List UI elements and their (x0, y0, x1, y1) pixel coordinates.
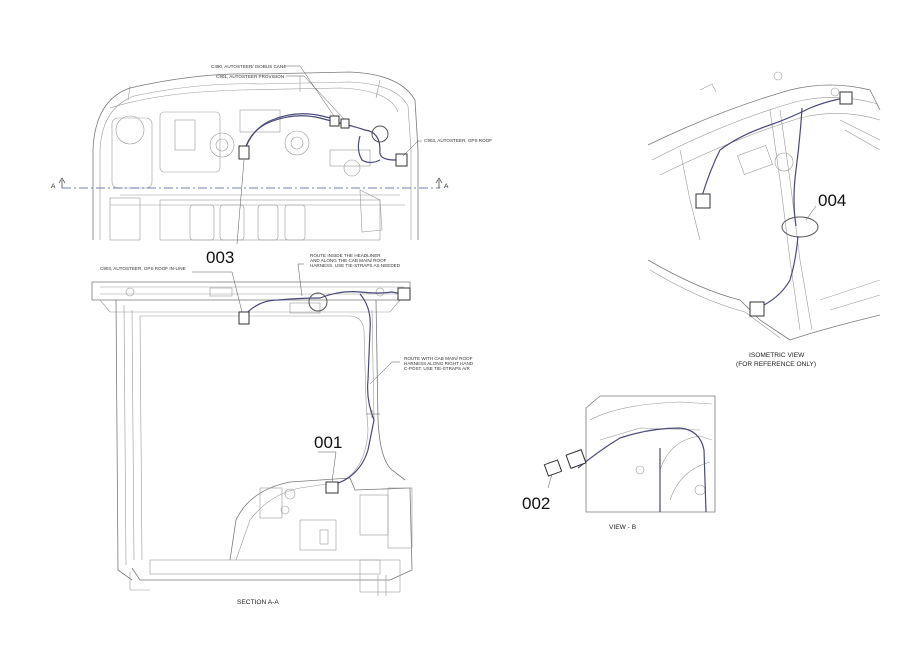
isometric-title-2: (FOR REFERENCE ONLY) (736, 361, 816, 368)
label-c903-top: C903, AUTOSTEER, GPS ROOF (424, 138, 492, 143)
connector-001 (325, 481, 339, 494)
section-a-a-view: C903, AUTOSTEER, GPS ROOF IN-LINE ROUTE … (91, 253, 474, 606)
connector-002-a (543, 459, 563, 477)
callout-004: 004 (818, 191, 846, 210)
isometric-title-1: ISOMETRIC VIEW (749, 352, 805, 359)
connector-iso-bottom (749, 301, 765, 317)
isometric-view: 004 ISOMETRIC VIEW (FOR REFERENCE ONLY) (647, 71, 881, 368)
top-roof-view: A A C490, AUTOSTEER/ ISOBUS CAN4 C901, A… (51, 64, 492, 267)
connector-c901 (340, 118, 350, 129)
connector-iso-top (839, 91, 853, 105)
connector-002-b (565, 449, 587, 469)
view-b-detail: 002 VIEW - B (522, 395, 716, 531)
connector-roof-right (397, 287, 411, 301)
label-route-cpost-3: C-POST. USE TIE-STRAPS A/R (404, 366, 470, 371)
view-b-title: VIEW - B (609, 524, 637, 531)
section-marker-left: A (51, 183, 56, 190)
connector-c490 (329, 115, 340, 127)
callout-002: 002 (522, 494, 550, 513)
label-route-headliner-1: ROUTE INSIDE THE HEADLINER (310, 253, 381, 258)
connector-c903-roof (395, 153, 408, 167)
callout-003: 003 (206, 248, 234, 267)
connector-c903-roof-inline-top (238, 145, 250, 160)
label-c490: C490, AUTOSTEER/ ISOBUS CAN4 (211, 64, 286, 69)
section-view-title: SECTION A-A (237, 599, 279, 606)
section-marker-right: A (444, 183, 449, 190)
label-route-headliner-3: HARNESS. USE TIE-STRAPS AS NEEDED (310, 263, 401, 268)
connector-c903-roof-inline (238, 311, 250, 325)
label-route-headliner-2: AND ALONG THE CAB MAIN/ ROOF (310, 258, 387, 263)
label-c901: C901, AUTOSTEER PROVISION (216, 74, 284, 79)
label-route-cpost-2: HARNESS ALONG RIGHT HAND (404, 361, 474, 366)
label-c903-inline: C903, AUTOSTEER, GPS ROOF IN-LINE (100, 266, 186, 271)
label-route-cpost-1: ROUTE WITH CAB MAIN/ ROOF (404, 356, 473, 361)
connector-iso-left (695, 193, 711, 209)
callout-001: 001 (314, 433, 342, 452)
